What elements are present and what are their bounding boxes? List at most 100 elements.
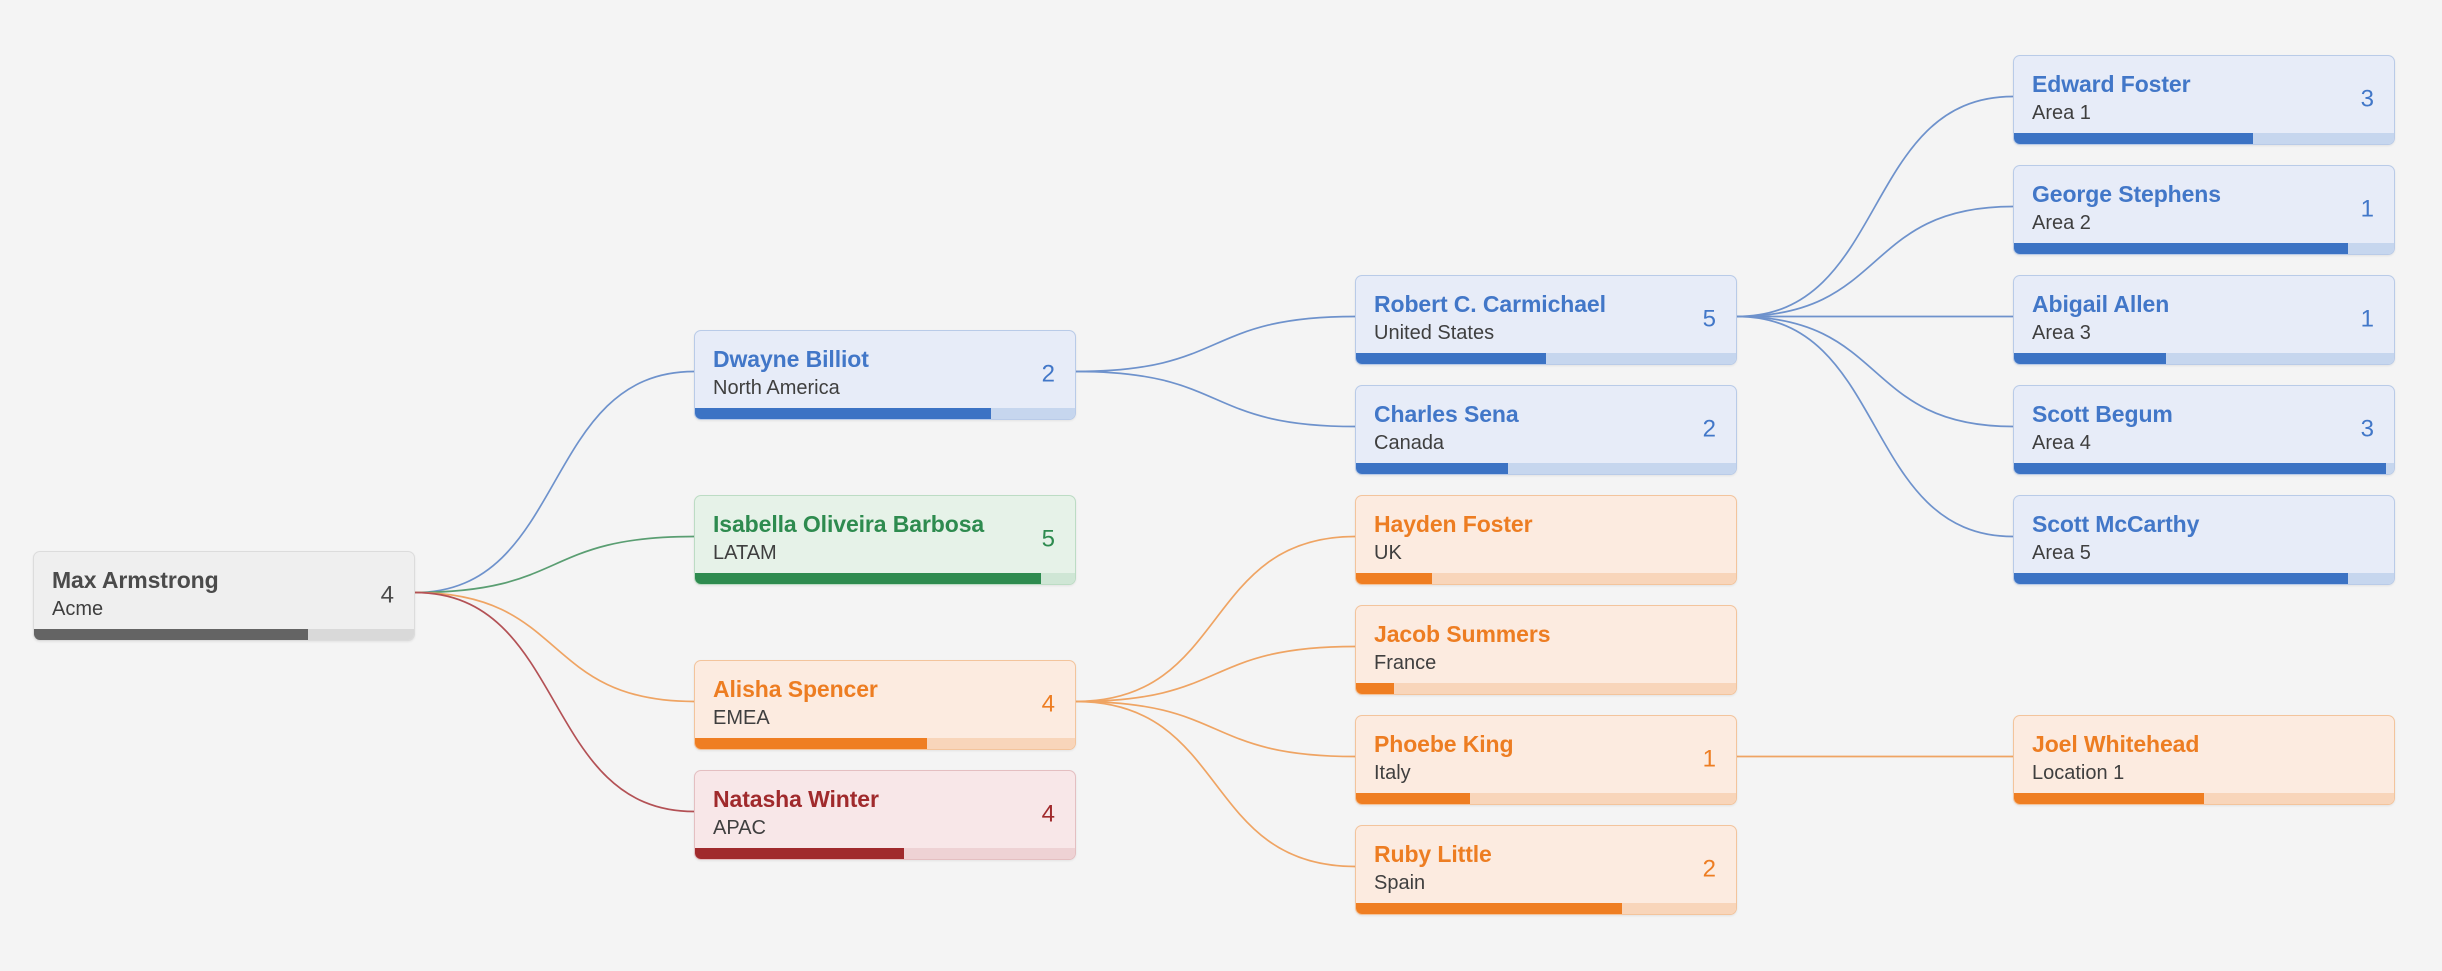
org-node-name: Joel Whitehead (2032, 731, 2200, 757)
org-node-progress-track (695, 738, 1075, 749)
org-node-progress-track (1356, 573, 1736, 584)
org-node-name: Robert C. Carmichael (1374, 291, 1606, 317)
org-node-progress-track (2014, 353, 2394, 364)
org-node-count: 3 (2360, 85, 2374, 113)
org-node-count: 2 (1041, 360, 1055, 388)
org-node-subtitle: Area 4 (2032, 432, 2091, 454)
org-node-progress-fill (1356, 573, 1432, 584)
org-edge-us-to-area1 (1736, 95, 2014, 318)
org-node-progress-track (1356, 903, 1736, 914)
org-node-subtitle: Area 1 (2032, 102, 2091, 124)
org-node-name: Alisha Spencer (713, 676, 878, 702)
org-node-progress-track (1356, 793, 1736, 804)
org-edge-emea-to-uk (1075, 535, 1356, 703)
org-node-progress-track (1356, 353, 1736, 364)
org-node-progress-track (2014, 463, 2394, 474)
org-node-name: Dwayne Billiot (713, 346, 869, 372)
org-node-progress-fill (2014, 463, 2387, 474)
org-node-progress-track (695, 408, 1075, 419)
org-node-progress-track (2014, 573, 2394, 584)
org-edge-emea-to-es (1075, 700, 1356, 868)
org-node-subtitle: EMEA (713, 707, 770, 729)
org-edge-emea-to-it (1075, 700, 1356, 758)
org-edge-emea-to-fr (1075, 645, 1356, 703)
org-node-name: George Stephens (2032, 181, 2221, 207)
org-node-progress-fill (1356, 463, 1508, 474)
org-node-name: Hayden Foster (1374, 511, 1533, 537)
org-node-subtitle: Canada (1374, 432, 1445, 454)
org-node-progress-fill (1356, 353, 1546, 364)
org-node-progress-fill (1356, 683, 1394, 694)
org-edge-na-to-ca (1075, 370, 1356, 428)
org-node-progress-track (1356, 683, 1736, 694)
org-node-name: Max Armstrong (52, 567, 219, 593)
org-node-progress-fill (1356, 793, 1470, 804)
org-node-progress-track (695, 573, 1075, 584)
org-node-subtitle: LATAM (713, 542, 777, 564)
org-node-subtitle: Italy (1374, 762, 1411, 784)
org-node-progress-fill (34, 629, 308, 640)
org-node-count: 4 (380, 581, 394, 609)
org-node-name: Ruby Little (1374, 841, 1492, 867)
org-node-subtitle: United States (1374, 322, 1495, 344)
org-node-name: Isabella Oliveira Barbosa (713, 511, 985, 537)
org-node-name: Scott McCarthy (2032, 511, 2200, 537)
org-edge-us-to-area5 (1736, 315, 2014, 538)
org-node-count: 4 (1041, 690, 1055, 718)
org-node-count: 2 (1702, 855, 1716, 883)
org-node-name: Jacob Summers (1374, 621, 1551, 647)
org-node-progress-track (695, 848, 1075, 859)
org-node-subtitle: Spain (1374, 872, 1426, 894)
org-node-subtitle: Area 5 (2032, 542, 2091, 564)
org-node-subtitle: Area 3 (2032, 322, 2091, 344)
org-node-progress-fill (2014, 573, 2349, 584)
org-edge-us-to-area2 (1736, 205, 2014, 318)
org-node-count: 4 (1041, 800, 1055, 828)
org-node-subtitle: North America (713, 377, 840, 399)
org-node-subtitle: Area 2 (2032, 212, 2091, 234)
org-node-count: 2 (1702, 415, 1716, 443)
org-node-progress-fill (695, 408, 992, 419)
org-node-progress-track (1356, 463, 1736, 474)
org-node-count: 5 (1041, 525, 1055, 553)
org-edge-root-to-latam (414, 535, 695, 594)
org-node-progress-fill (2014, 133, 2254, 144)
org-node-name: Charles Sena (1374, 401, 1519, 427)
org-node-progress-track (34, 629, 414, 640)
org-node-progress-fill (695, 848, 904, 859)
org-node-progress-fill (695, 573, 1041, 584)
